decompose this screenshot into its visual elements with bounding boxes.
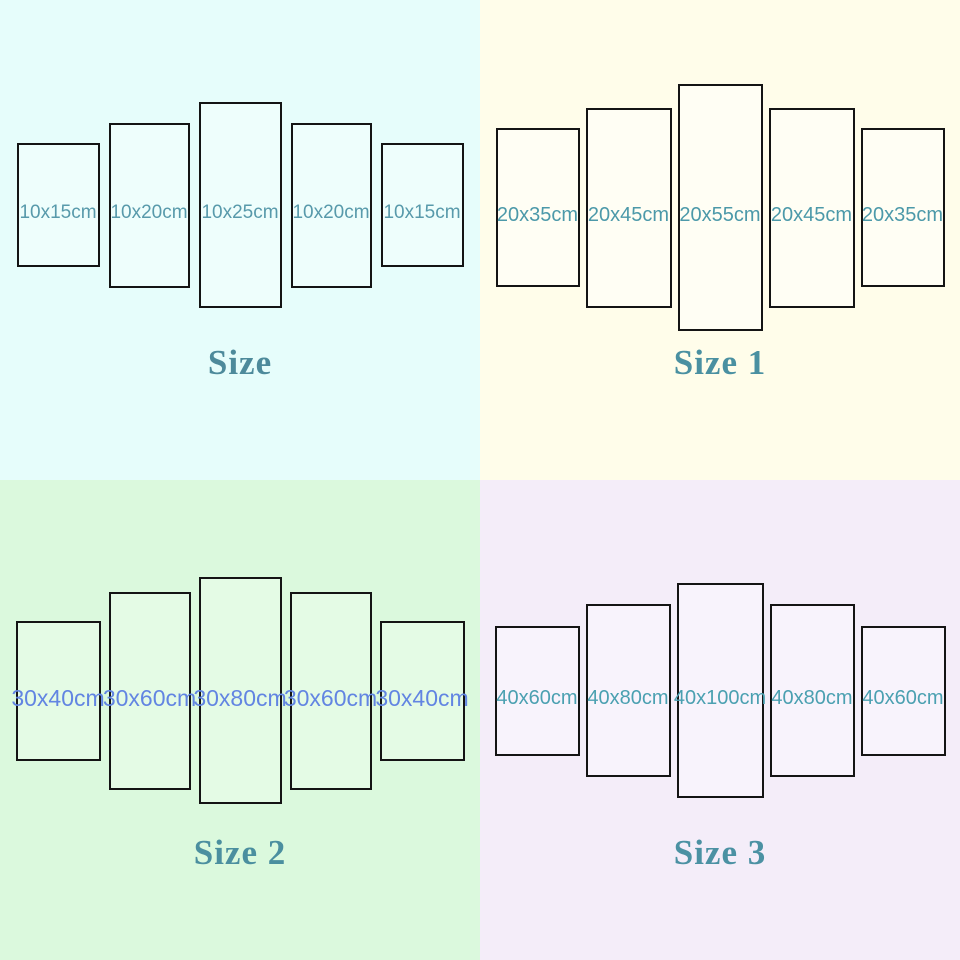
panel-size-label: 40x60cm bbox=[862, 687, 944, 709]
panel-size-label: 20x45cm bbox=[770, 204, 853, 226]
panel-size-label: 10x15cm bbox=[19, 202, 97, 223]
canvas-panel: 30x80cm bbox=[193, 577, 287, 804]
panels-row: 30x40cm 30x60cm 30x80cm 30x60cm 30x40cm bbox=[0, 577, 480, 804]
size-group-title: Size 3 bbox=[673, 833, 767, 872]
panel-size-label: 40x80cm bbox=[771, 687, 853, 709]
canvas-panel: 30x40cm bbox=[11, 620, 105, 761]
size-chart-quadrant-size-3: 40x60cm 40x80cm 40x100cm 40x80cm 40x60cm… bbox=[480, 480, 960, 960]
panel-size-label: 10x15cm bbox=[383, 202, 461, 223]
canvas-panel: 30x60cm bbox=[284, 591, 377, 790]
panel-size-label: 40x80cm bbox=[587, 687, 669, 709]
size-chart-quadrant-size-1: 20x35cm 20x45cm 20x55cm 20x45cm 20x35cm … bbox=[480, 0, 960, 480]
canvas-panel: 30x40cm bbox=[375, 620, 469, 761]
size-group-title: Size bbox=[207, 343, 273, 382]
canvas-panel: 10x20cm bbox=[108, 122, 190, 288]
panel-size-label: 20x35cm bbox=[496, 204, 579, 226]
panel-size-label: 20x35cm bbox=[861, 204, 944, 226]
panel-size-label: 10x20cm bbox=[110, 202, 188, 223]
canvas-panel: 20x35cm bbox=[495, 128, 580, 287]
panels-row: 20x35cm 20x45cm 20x55cm 20x45cm 20x35cm bbox=[480, 84, 960, 331]
canvas-panel: 30x60cm bbox=[103, 591, 196, 790]
canvas-panel: 40x60cm bbox=[860, 625, 946, 756]
canvas-panel: 10x15cm bbox=[16, 143, 100, 267]
panel-size-label: 20x55cm bbox=[679, 204, 761, 226]
size-chart-quadrant-size: 10x15cm 10x20cm 10x25cm 10x20cm 10x15cm … bbox=[0, 0, 480, 480]
canvas-panel: 40x60cm bbox=[494, 625, 580, 756]
panel-size-label: 40x60cm bbox=[496, 687, 578, 709]
panel-size-label: 30x80cm bbox=[193, 685, 287, 711]
panels-row: 10x15cm 10x20cm 10x25cm 10x20cm 10x15cm bbox=[0, 102, 480, 308]
canvas-panel: 40x100cm bbox=[673, 583, 767, 798]
panel-size-label: 10x20cm bbox=[292, 202, 370, 223]
size-group-title: Size 2 bbox=[193, 833, 287, 872]
canvas-panel: 10x25cm bbox=[198, 102, 282, 308]
panel-size-label: 10x25cm bbox=[201, 202, 279, 223]
canvas-panel: 20x45cm bbox=[585, 107, 672, 308]
canvas-panel: 20x35cm bbox=[860, 128, 945, 287]
size-chart-quadrant-size-2: 30x40cm 30x60cm 30x80cm 30x60cm 30x40cm … bbox=[0, 480, 480, 960]
panel-size-label: 30x60cm bbox=[283, 685, 378, 711]
panel-size-label: 30x60cm bbox=[102, 685, 197, 711]
panels-row: 40x60cm 40x80cm 40x100cm 40x80cm 40x60cm bbox=[480, 583, 960, 798]
size-group-title: Size 1 bbox=[673, 343, 767, 382]
canvas-panel: 40x80cm bbox=[769, 604, 855, 777]
panel-size-label: 30x40cm bbox=[11, 685, 105, 711]
panel-size-label: 30x40cm bbox=[375, 685, 469, 711]
canvas-panel: 10x20cm bbox=[290, 122, 372, 288]
canvas-panel: 10x15cm bbox=[380, 143, 464, 267]
panel-size-label: 40x100cm bbox=[673, 687, 767, 709]
canvas-panel: 20x45cm bbox=[768, 107, 855, 308]
panel-size-label: 20x45cm bbox=[587, 204, 670, 226]
canvas-panel: 40x80cm bbox=[585, 604, 671, 777]
canvas-panel: 20x55cm bbox=[677, 84, 763, 331]
